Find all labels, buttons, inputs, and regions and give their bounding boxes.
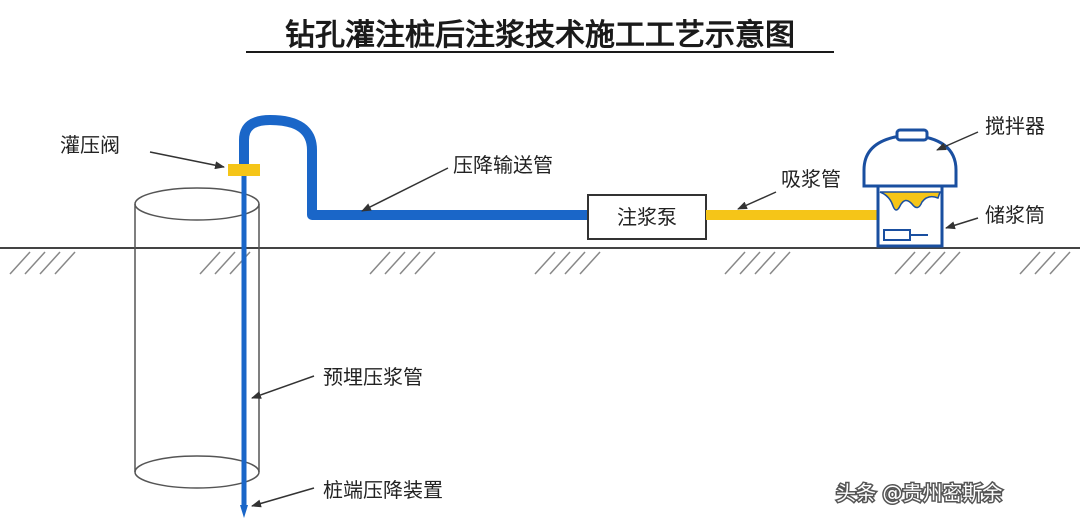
mixer xyxy=(862,128,958,188)
mixer-dome xyxy=(862,133,958,188)
storage-tank-arrow xyxy=(945,217,979,230)
ground xyxy=(0,247,1080,275)
pile-bottom-ellipse xyxy=(134,455,260,489)
pile-bore-cylinder xyxy=(134,187,260,489)
delivery-pipe xyxy=(239,115,588,220)
storage-tank xyxy=(876,184,944,248)
valve-label: 灌压阀 xyxy=(60,133,120,157)
delivery-pipe-arrow xyxy=(361,167,449,212)
mixer-label: 搅拌器 xyxy=(985,114,1045,138)
tank-outlet xyxy=(883,229,911,241)
pile-top-ellipse xyxy=(134,187,260,221)
pipe-tip xyxy=(240,505,248,518)
suction-pipe xyxy=(706,210,880,220)
grouting-valve xyxy=(228,164,260,176)
grouting-pump-box xyxy=(587,194,707,240)
valve-arrow xyxy=(149,151,225,170)
suction-pipe-label: 吸浆管 xyxy=(781,167,841,191)
grout-drips xyxy=(879,191,942,211)
pile-end-device-arrow xyxy=(251,487,315,508)
watermark: 头条 @贵州密斯余 xyxy=(836,481,1002,505)
storage-tank-label: 储浆筒 xyxy=(985,203,1045,227)
pile-end-device-label: 桩端压降装置 xyxy=(323,478,443,502)
mixer-arrow xyxy=(936,131,979,151)
pump-label: 注浆泵 xyxy=(617,205,677,229)
suction-pipe-arrow xyxy=(737,191,777,210)
embedded-pipe-arrow xyxy=(251,375,315,399)
ground-hatching xyxy=(9,251,1071,275)
page-title: 钻孔灌注桩后注浆技术施工工艺示意图 xyxy=(285,18,795,53)
delivery-pipe-label: 压降输送管 xyxy=(453,153,553,177)
mixer-knob xyxy=(895,128,929,142)
embedded-pipe-label: 预埋压浆管 xyxy=(323,365,423,389)
